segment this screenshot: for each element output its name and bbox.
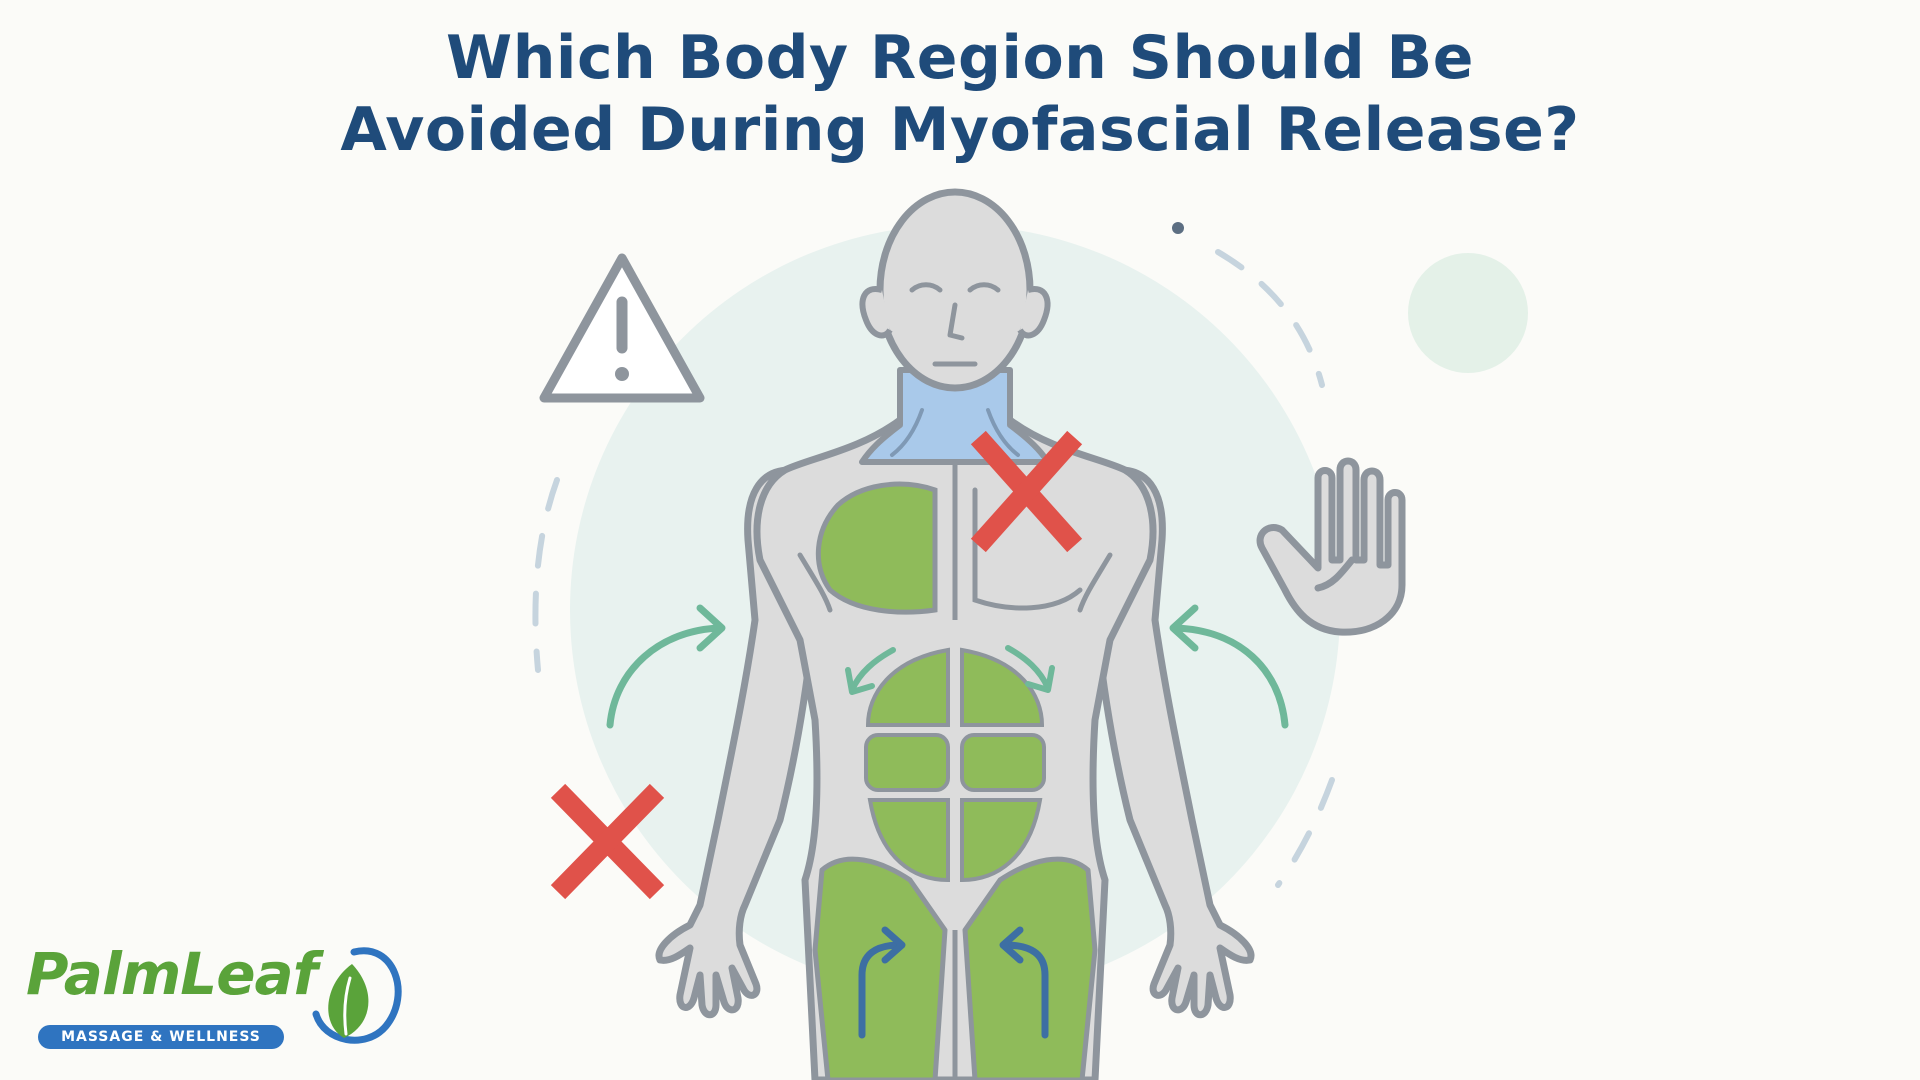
curved-arrow-icon-thigh-right [999,926,1049,1039]
logo-wordmark: PalmLeaf [26,940,318,1008]
head [859,188,1051,392]
curved-arrow-icon-left [606,604,726,729]
curved-arrow-icon-abs-right [1005,645,1055,693]
right-pectoral-outline [972,487,1083,611]
red-x-icon-shoulder [970,430,1083,553]
warning-triangle-icon [539,253,705,403]
left-pectoral [815,481,938,615]
title-line-1: Which Body Region Should Be [446,23,1474,93]
curved-arrow-icon-thigh-left [858,926,906,1039]
stop-hand-icon [1256,457,1406,636]
human-body-figure [655,188,1255,1080]
curved-arrow-icon-abs-left [845,647,896,695]
title-line-2: Avoided During Myofascial Release? [340,95,1580,165]
red-x-icon-side [550,783,665,900]
decor-dot-green [1408,253,1528,373]
left-thigh [812,856,948,1080]
brand-logo: PalmLeaf MASSAGE & WELLNESS [24,940,424,1060]
dashed-arc-left [532,477,560,673]
leaf-swirl-icon [312,947,402,1044]
logo-tagline: MASSAGE & WELLNESS [38,1025,284,1049]
abdominal-muscles [864,647,1046,883]
dashed-arc-right-top [1215,249,1325,388]
dashed-arc-right-bottom [1275,777,1335,888]
curved-arrow-icon-right [1169,604,1289,729]
page-title: Which Body Region Should Be Avoided Duri… [0,22,1920,166]
right-thigh [962,856,1098,1080]
decor-dot-blue [1172,222,1184,234]
